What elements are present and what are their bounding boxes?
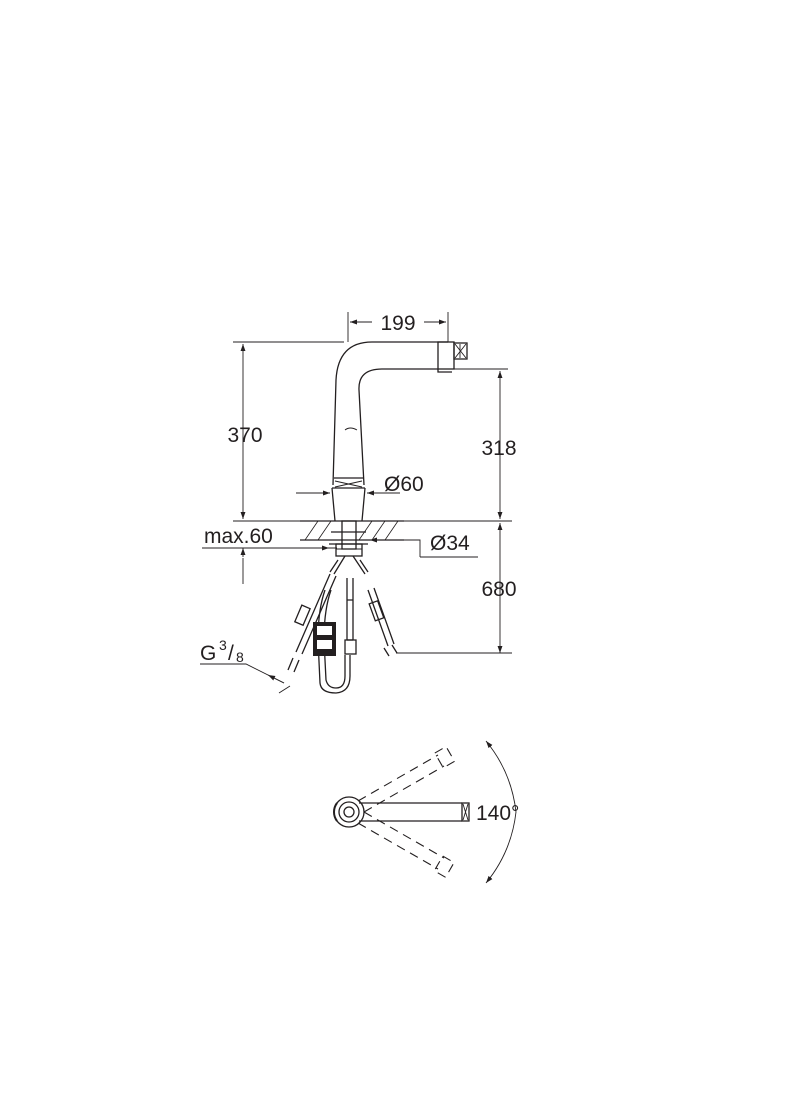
thread-slash: / — [228, 642, 234, 665]
thread-base-label: G — [200, 642, 216, 665]
supply-hoses — [287, 555, 398, 694]
max-thickness-label: max.60 — [204, 525, 273, 548]
faucet-top-view — [333, 740, 517, 884]
thread-numerator-label: 3 — [219, 637, 227, 653]
thread-denominator-label: 8 — [236, 649, 244, 665]
base-diameter-label: Ø60 — [384, 473, 424, 496]
overall-height-label: 370 — [227, 424, 262, 447]
faucet-front-view — [331, 341, 468, 550]
spout-height-label: 318 — [481, 437, 516, 460]
dimension-lines — [200, 312, 512, 694]
hose-length-label: 680 — [481, 578, 516, 601]
swivel-angle-label: 140° — [476, 802, 519, 825]
spout-reach-label: 199 — [380, 312, 415, 335]
countertop — [300, 520, 404, 557]
hole-diameter-label: Ø34 — [430, 532, 470, 555]
dimension-labels: 199 370 318 Ø60 max.60 Ø34 680 G 3 / 8 1… — [200, 312, 519, 825]
